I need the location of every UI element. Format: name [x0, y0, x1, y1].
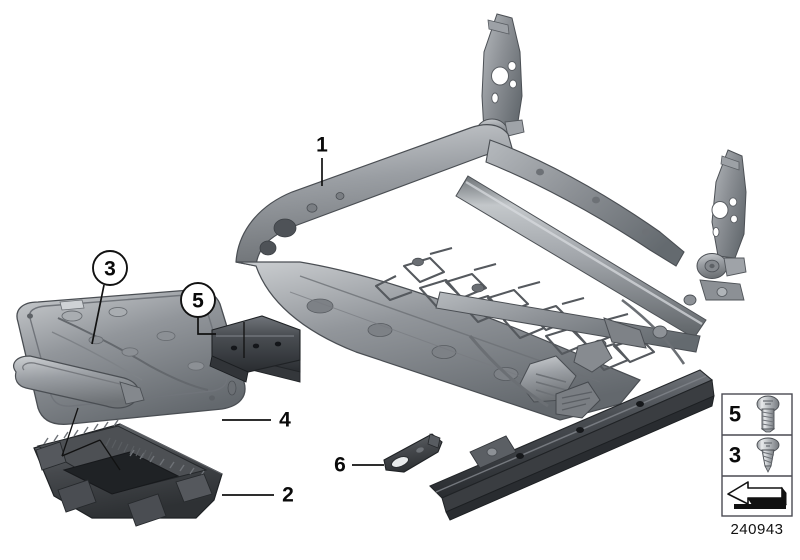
- callout-1[interactable]: 1: [316, 134, 328, 187]
- direction-arrow-icon: [727, 481, 787, 509]
- callout-3-circle: [92, 250, 128, 286]
- legend-row-screw-5[interactable]: 5: [729, 395, 780, 433]
- callout-6-label: 6: [334, 454, 346, 477]
- callout-4[interactable]: 4: [222, 409, 291, 432]
- machine-screw-icon: [756, 395, 780, 433]
- leader-line-3b: [61, 407, 79, 457]
- legend-row-screw-3[interactable]: 3: [729, 437, 780, 473]
- legend-row-1-label: 3: [729, 443, 741, 468]
- part-number: 240943: [730, 521, 783, 538]
- leader-line-3d: [99, 439, 121, 471]
- seat-rail-right: [429, 369, 715, 521]
- frame-front-beam: [235, 124, 513, 267]
- leader-line-3: [91, 284, 105, 345]
- leader-line-3c: [61, 439, 101, 457]
- legend-box: 5 3: [721, 393, 793, 517]
- callout-5-circle: [180, 282, 216, 318]
- part-seat-frame-assembly: [209, 13, 747, 521]
- legend-row-arrow[interactable]: [727, 481, 787, 509]
- self-tapping-screw-icon: [756, 437, 780, 473]
- callout-2[interactable]: 2: [222, 484, 294, 507]
- frame-ribs: [105, 437, 153, 461]
- part-rail-detail: [209, 315, 301, 383]
- callout-6[interactable]: 6: [334, 454, 384, 477]
- callout-5[interactable]: 5: [180, 282, 245, 358]
- callout-2-label: 2: [282, 484, 294, 507]
- leader-line-5: [197, 317, 216, 335]
- frame-teeth: [43, 419, 205, 478]
- callout-4-label: 4: [279, 409, 291, 432]
- part-seat-pan: [13, 289, 246, 426]
- legend-border: [721, 393, 793, 517]
- callout-3-label: 3: [104, 258, 116, 281]
- part-small-bracket: [383, 433, 443, 473]
- height-adjust-motor: [555, 381, 601, 419]
- callout-1-label: 1: [316, 134, 328, 157]
- seat-mechanism: [468, 294, 697, 408]
- backrest-bracket-right: [696, 149, 747, 301]
- legend-row-0-label: 5: [729, 402, 741, 427]
- callout-3[interactable]: 3: [61, 250, 128, 471]
- callout-5-label: 5: [192, 290, 204, 313]
